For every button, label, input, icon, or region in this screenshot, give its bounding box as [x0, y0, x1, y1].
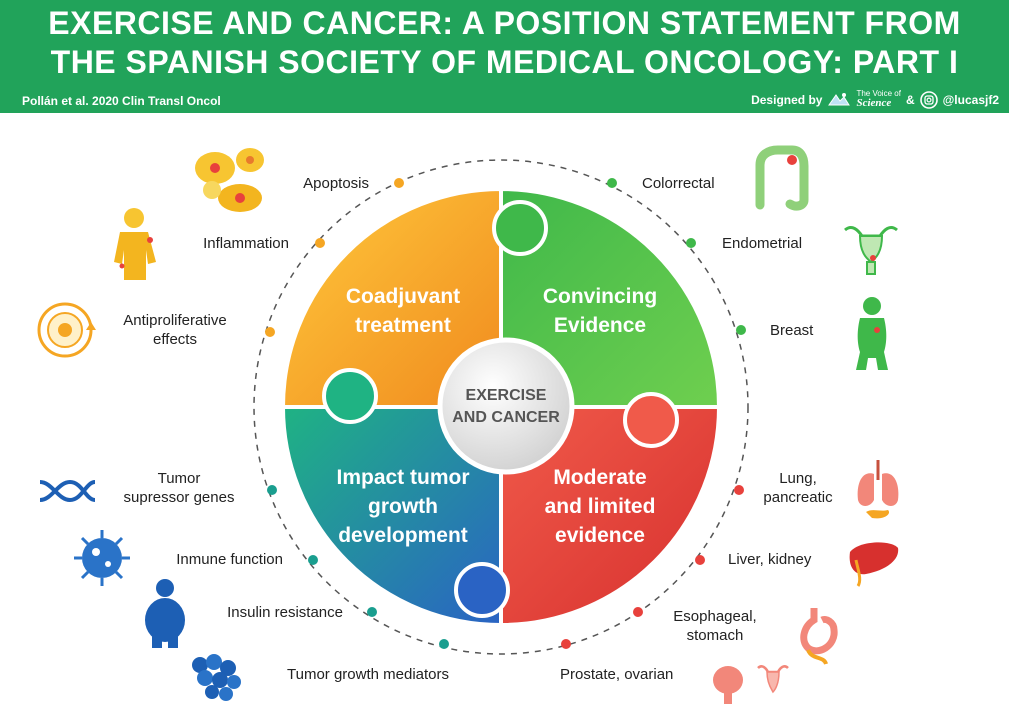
label-tumor-supressor: Tumor supressor genes [110, 469, 248, 507]
dot-inflammation [315, 238, 325, 248]
label-mediators: Tumor growth mediators [287, 666, 449, 683]
label-antiproliferative-line-1: Antiproliferative [123, 312, 227, 329]
label-colorrectal: Colorrectal [642, 175, 715, 192]
body-inflammation-icon [114, 208, 156, 280]
puzzle-piece-coadjuvant [280, 186, 503, 409]
puzzle-piece-moderate [499, 405, 722, 628]
center-line-1: EXERCISE [466, 387, 547, 404]
header-banner: EXERCISE AND CANCER: A POSITION STATEMEN… [0, 0, 1009, 113]
logo-line-1: The Voice of [856, 89, 901, 98]
stomach-icon [800, 608, 838, 665]
label-tumor-supressor-line-1: Tumor [157, 470, 201, 487]
puzzle-knob-bottom [454, 562, 510, 618]
cells-icon [195, 148, 264, 212]
voice-of-science-logo-icon [828, 92, 851, 105]
female-body-icon [856, 297, 888, 370]
dashed-ring [253, 159, 749, 655]
moderate-line-1: Moderate [553, 466, 646, 489]
colon-icon [755, 145, 809, 211]
obese-person-icon [145, 579, 185, 648]
label-endometrial: Endometrial [722, 235, 803, 252]
label-esophageal-line-2: stomach [686, 627, 744, 644]
dna-icon [39, 479, 96, 503]
impact-line-1: Impact tumor [336, 466, 469, 489]
coadjuvant-line-2: treatment [355, 314, 451, 337]
dot-endometrial [686, 238, 696, 248]
label-antiproliferative: Antiproliferative effects [108, 311, 242, 349]
designer-credit: Designed by The Voice of Science & @luca… [751, 90, 999, 109]
puzzle-piece-convincing [499, 186, 722, 409]
moderate-line-3: evidence [555, 524, 645, 547]
label-insulin: Insulin resistance [227, 604, 343, 621]
citation: Pollán et al. 2020 Clin Transl Oncol [22, 94, 221, 108]
cell-cycle-icon [37, 302, 96, 358]
coadjuvant-line-1: Coadjuvant [346, 285, 460, 308]
label-esophageal-line-1: Esophageal, [673, 608, 757, 625]
convincing-line-2: Evidence [554, 314, 646, 337]
center-circle [437, 337, 575, 475]
label-lung-line-2: pancreatic [763, 489, 833, 506]
dot-insulin [367, 607, 377, 617]
moderate-line-2: and limited [545, 495, 656, 518]
label-prostate: Prostate, ovarian [560, 666, 674, 683]
dot-inmune [308, 555, 318, 565]
title-line-1: EXERCISE AND CANCER: A POSITION STATEMEN… [48, 5, 961, 41]
label-lung: Lung, pancreatic [750, 469, 846, 507]
puzzle-knob-top [492, 200, 548, 256]
label-tumor-supressor-line-2: supressor genes [123, 489, 235, 506]
virus-icon [74, 530, 130, 586]
lungs-icon [857, 460, 899, 519]
designed-by-label: Designed by [751, 92, 823, 107]
liver-icon [849, 542, 899, 587]
puzzle-knob-left [322, 368, 378, 424]
dot-prostate [561, 639, 571, 649]
dot-colorrectal [607, 178, 617, 188]
label-liver: Liver, kidney [728, 551, 812, 568]
title-line-2: THE SPANISH SOCIETY OF MEDICAL ONCOLOGY:… [50, 44, 959, 80]
cell-cluster-icon [192, 654, 241, 701]
label-apoptosis: Apoptosis [303, 175, 369, 192]
dot-antiproliferative [265, 327, 275, 337]
puzzle-piece-impact [280, 405, 503, 628]
uterus-icon [844, 226, 898, 275]
dot-liver [695, 555, 705, 565]
center-line-2: AND CANCER [452, 409, 560, 426]
prostate-ovary-icon [713, 665, 789, 704]
convincing-line-1: Convincing [543, 285, 657, 308]
impact-line-2: growth [368, 495, 438, 518]
dot-tumor-supressor [267, 485, 277, 495]
label-breast: Breast [770, 322, 814, 339]
dot-lung [734, 485, 744, 495]
logo-text: The Voice of Science [856, 90, 900, 109]
dot-breast [736, 325, 746, 335]
dot-mediators [439, 639, 449, 649]
label-antiproliferative-line-2: effects [153, 331, 197, 348]
impact-line-3: development [338, 524, 468, 547]
instagram-handle: @lucasjf2 [942, 92, 999, 107]
dot-esophageal [633, 607, 643, 617]
logo-line-2: Science [856, 97, 892, 109]
label-esophageal: Esophageal, stomach [664, 607, 766, 645]
instagram-icon [919, 90, 938, 109]
label-inmune: Inmune function [176, 551, 283, 568]
label-inflammation: Inflammation [203, 235, 289, 252]
ampersand: & [905, 92, 915, 107]
puzzle-knob-right [623, 392, 679, 448]
dot-apoptosis [394, 178, 404, 188]
label-lung-line-1: Lung, [779, 470, 817, 487]
